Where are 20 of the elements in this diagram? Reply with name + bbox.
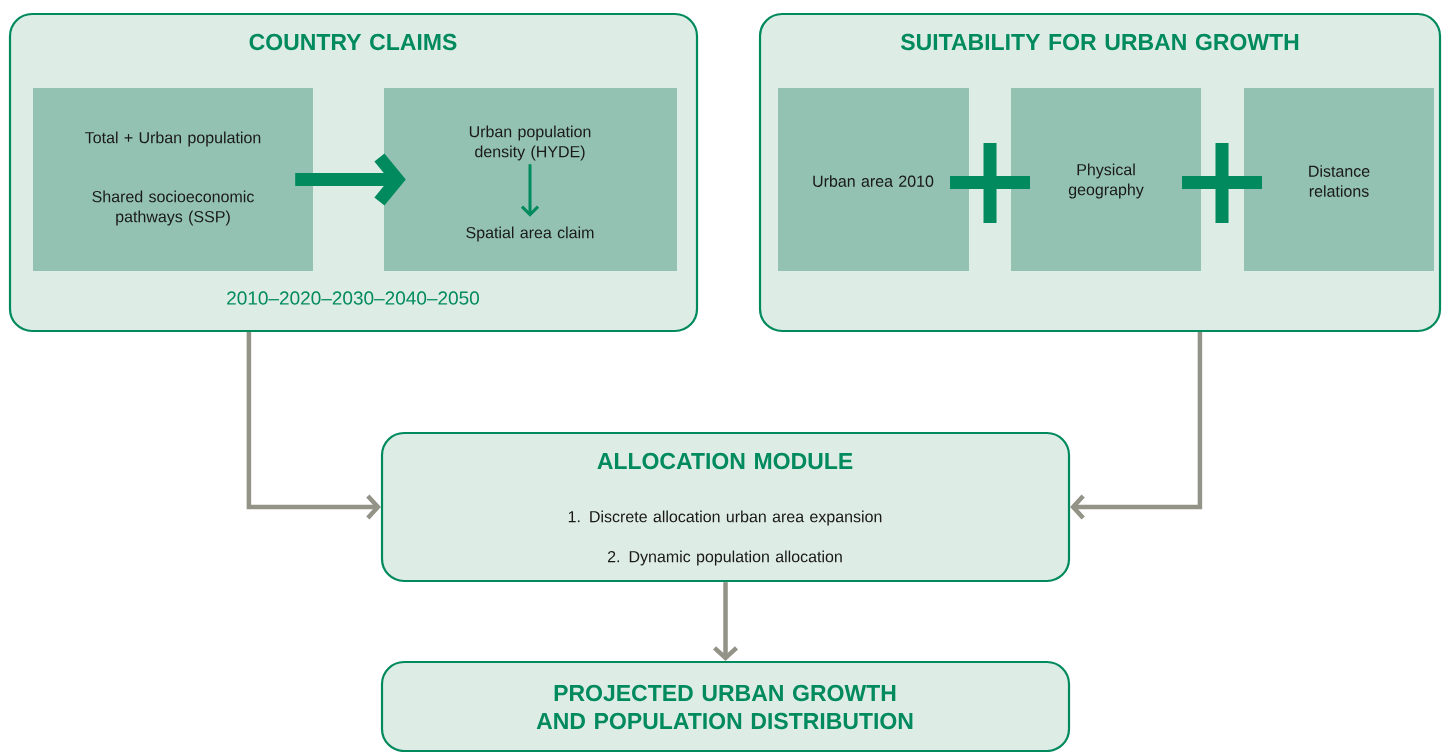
heading: ALLOCATION MODULE: [597, 452, 853, 470]
year-range: 2010–2020–2030–2040–2050: [227, 291, 479, 305]
label: Urban area 2010: [813, 175, 934, 187]
label: 2. Dynamic population allocation: [607, 550, 842, 566]
arrow: [295, 153, 406, 206]
arrow: [713, 582, 739, 661]
label: Shared socioeconomic pathways (SSP): [92, 190, 254, 226]
input-box: [384, 88, 677, 271]
label: Physical geography: [1068, 163, 1144, 199]
arrow: [1070, 332, 1203, 520]
label: 1. Discrete allocation urban area expansion: [568, 510, 882, 526]
label: Spatial area claim: [466, 226, 594, 242]
label: Distance relations: [1309, 165, 1370, 197]
arrow: [520, 164, 540, 217]
label: Total + Urban population: [85, 131, 261, 147]
heading: PROJECTED URBAN GROWTH AND POPULATION DISTRIBUTION: [536, 684, 913, 730]
arrow: [246, 332, 381, 520]
label: Urban population density (HYDE): [469, 125, 591, 161]
heading: COUNTRY CLAIMS: [249, 33, 457, 51]
heading: SUITABILITY FOR URBAN GROWTH: [900, 33, 1299, 51]
